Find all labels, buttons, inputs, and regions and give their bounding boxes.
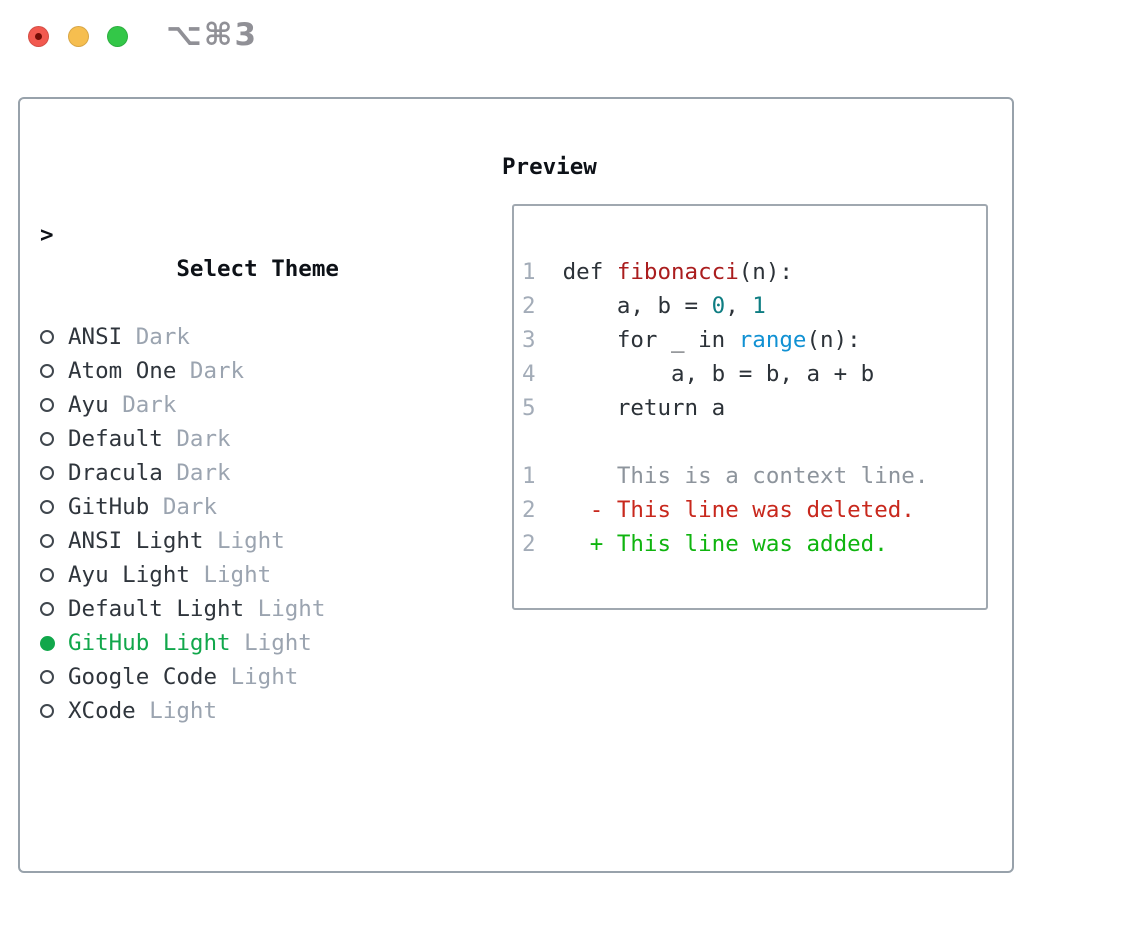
theme-option[interactable]: Default Dark — [40, 422, 490, 456]
code-line: 1 This is a context line. — [522, 463, 929, 489]
select-theme-title: Select Theme — [176, 256, 339, 282]
code-line: 2 a, b = 0, 1 — [522, 293, 766, 319]
theme-variant-tag: Dark — [122, 392, 177, 418]
radio-selected-icon — [40, 635, 55, 651]
theme-option[interactable]: Default Light Light — [40, 592, 490, 626]
theme-option[interactable]: Google Code Light — [40, 660, 490, 694]
theme-variant-tag: Light — [257, 596, 326, 622]
radio-icon — [40, 602, 54, 616]
theme-option-label: Google Code — [68, 664, 231, 690]
select-theme-header: > Select Theme — [40, 218, 490, 282]
theme-option-label: Ayu — [68, 392, 123, 418]
radio-icon — [40, 704, 54, 718]
titlebar: ⌥⌘3 — [0, 0, 1140, 75]
theme-option-label: Ayu Light — [68, 562, 204, 588]
preview-title: Preview — [502, 154, 597, 180]
code-line: 4 a, b = b, a + b — [522, 361, 875, 387]
theme-option[interactable]: Ayu Light Light — [40, 558, 490, 592]
radio-icon — [40, 364, 54, 378]
code-line — [522, 425, 986, 459]
apply-to-header-row: Apply To — [40, 898, 490, 932]
radio-icon — [40, 398, 54, 412]
close-button-icon[interactable] — [28, 26, 49, 47]
radio-icon — [40, 568, 54, 582]
code-preview: 1 def fibonacci(n): 2 a, b = 0, 1 3 for _ … — [514, 206, 986, 561]
theme-variant-tag: Light — [244, 630, 312, 656]
theme-variant-tag: Light — [217, 528, 285, 554]
theme-option-label: Dracula — [68, 460, 177, 486]
minimize-button-icon[interactable] — [68, 26, 89, 47]
theme-variant-tag: Dark — [176, 460, 231, 486]
theme-option-label: Default — [68, 426, 177, 452]
theme-option[interactable]: XCode Light — [40, 694, 490, 728]
code-line: 2 - This line was deleted. — [522, 497, 915, 523]
spacer — [40, 796, 490, 830]
theme-option-label: ANSI — [68, 324, 136, 350]
theme-variant-tag: Dark — [162, 494, 218, 520]
radio-icon — [40, 670, 54, 684]
theme-variant-tag: Dark — [176, 426, 231, 452]
theme-option[interactable]: Atom One Dark — [40, 354, 490, 388]
theme-variant-tag: Light — [203, 562, 272, 588]
theme-option[interactable]: GitHub Light Light — [40, 626, 490, 660]
theme-option-label: Default Light — [68, 596, 258, 622]
code-line: 3 for _ in range(n): — [522, 327, 861, 353]
theme-variant-tag: Dark — [135, 324, 190, 350]
theme-option[interactable]: Dracula Dark — [40, 456, 490, 490]
code-line: 1 def fibonacci(n): — [522, 259, 793, 285]
radio-icon — [40, 466, 54, 480]
zoom-button-icon[interactable] — [107, 26, 128, 47]
theme-option[interactable]: ANSI Light Light — [40, 524, 490, 558]
theme-option-label: GitHub Light — [68, 630, 245, 656]
theme-option[interactable]: GitHub Dark — [40, 490, 490, 524]
theme-option[interactable]: ANSI Dark — [40, 320, 490, 354]
theme-option-label: GitHub — [68, 494, 163, 520]
preview-box: 1 def fibonacci(n): 2 a, b = 0, 1 3 for _ … — [512, 204, 988, 610]
code-line: 5 return a — [522, 395, 726, 421]
radio-icon — [40, 500, 54, 514]
theme-variant-tag: Dark — [189, 358, 245, 384]
window-title: ⌥⌘3 — [166, 17, 259, 53]
theme-variant-tag: Light — [149, 698, 218, 724]
theme-option-label: ANSI Light — [68, 528, 218, 554]
theme-option-label: Atom One — [68, 358, 190, 384]
theme-option-label: XCode — [68, 698, 150, 724]
radio-icon — [40, 432, 54, 446]
theme-variant-tag: Light — [230, 664, 299, 690]
code-line: 2 + This line was added. — [522, 531, 888, 557]
radio-icon — [40, 534, 54, 548]
theme-option[interactable]: Ayu Dark — [40, 388, 490, 422]
focus-caret-icon: > — [40, 222, 54, 248]
radio-icon — [40, 330, 54, 344]
